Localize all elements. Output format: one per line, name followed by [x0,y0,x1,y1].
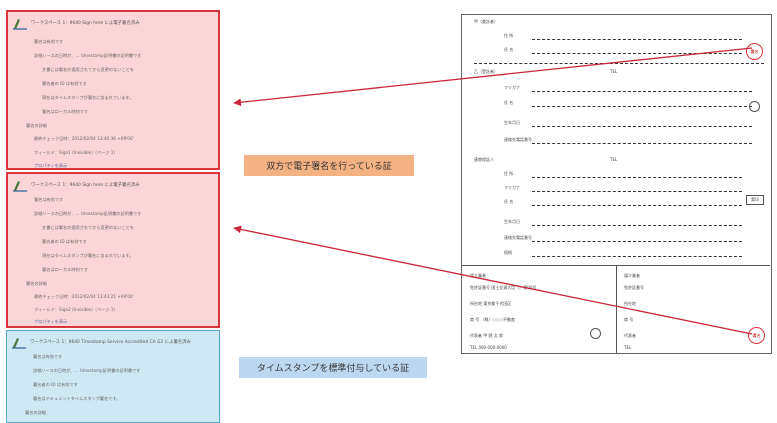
signature-panel-1: ワークスペース 1：9640 Sign here によ電子署名済み 署名は有効で… [6,10,220,170]
broker-address: 住 所 [504,171,514,176]
status-valid: 署名は有効です [34,197,64,202]
agent-right-line: 商 号 [624,317,634,322]
mutual-signature-callout: 双方で電子署名を行っている証 [244,155,414,176]
signature-line: ワークスペース 1：9640 Sign here によ電子署名済み [31,21,140,26]
form-line [532,205,742,206]
tel-label: TEL [610,157,618,162]
signature-panel-2: ワークスペース 1：9640 Sign here によ電子署名済み 署名は有効で… [6,172,220,328]
agent-left-line: 代表者 甲 野 太 郎 [470,333,504,338]
detail-line: 現在はタイムスタンプが署名に含まれています。 [42,95,134,100]
form-line [532,91,752,92]
agent-right-line: TEL [624,345,632,350]
contractor-heading: 乙（受託者） [474,69,498,74]
form-line [532,106,752,107]
client-heading: 甲（委託者） [474,19,498,24]
broker-birthdate: 生年月日 [504,219,520,224]
timestamp-row[interactable]: ワークスペース 1：9640 Timestamp Service Accredi… [11,335,191,349]
signature-line: ワークスペース 1：9640 Timestamp Service Accredi… [30,340,191,345]
detail-line: 文書には署名の適用されてから変更のないことを [42,67,135,72]
agent-left-line: 所在地 東京都千代田区 [470,301,512,306]
contractor-furigana: フリガナ [504,85,520,90]
broker-relation: 続柄 [504,250,512,255]
stamp-circle-bottom: 署名 [748,327,765,344]
signature-line: ワークスペース 1：9640 Sign here によ電子署名済み [31,183,140,188]
seal-circle [590,328,601,339]
form-line [532,126,752,127]
detail-line: 詳細ソースの日時が、… timestamp証明書の証明書です [33,368,141,373]
contract-document: 甲（委託者） 住 所 氏 名 署名 乙（受託者） TEL フリガナ 氏 名 生年… [461,14,772,354]
detail-line: 詳細ソースの日時が、… timestamp証明書の証明書です [34,211,142,216]
stamp-circle-top: 署名 [746,43,763,60]
form-line [532,191,742,192]
signature-row-2[interactable]: ワークスペース 1：9640 Sign here によ電子署名済み [12,178,140,192]
last-checked: 最終チェック日時：2012/02/04 13:40:36 +09'00' [34,136,134,141]
broker-heading: 連帯保証人 [474,157,494,162]
detail-line: 詳細ソースの日時が、… timestamp証明書の証明書です [34,53,142,58]
contractor-name: 氏 名 [504,100,514,105]
broker-name: 氏 名 [504,199,514,204]
detail-line: 署名はローカル時刻です [42,267,89,272]
seal-circle [749,101,760,112]
signature-pen-icon [13,181,27,192]
signature-details-toggle[interactable]: 署名の詳細 [25,410,46,415]
timestamp-pen-icon [12,338,26,349]
agent-right-line: 免許証番号 [624,285,644,290]
show-properties-link[interactable]: プロパティを表示 [34,319,68,324]
detail-line: 署名はローカル時刻です [42,109,89,114]
agent-left-line: 商 号 （株）○○○不動産 [470,317,516,322]
client-address-label: 住 所 [504,33,514,38]
detail-line: 文書には署名の適用されてから変更のないことを [42,225,135,230]
contractor-birthdate: 生年月日 [504,120,520,125]
form-line [532,241,742,242]
agent-left-line: TEL 000-000-0000 [470,345,507,350]
tel-label: TEL [610,69,618,74]
detail-line: 署名はドキュメントタイムスタンプ署名です。 [33,396,121,401]
field-info: フィールド：Sign2 (Invisible)（ページ 1） [34,307,118,312]
seal-box: 実印 [746,195,764,205]
timestamp-panel: ワークスペース 1：9640 Timestamp Service Accredi… [6,330,220,423]
section-divider [616,265,617,353]
signature-details-toggle[interactable]: 署名の詳細 [26,123,47,128]
form-line [532,256,742,257]
agent-right-line: 代表者 [624,333,636,338]
show-properties-link[interactable]: プロパティを表示 [34,163,68,168]
signature-row-1[interactable]: ワークスペース 1：9640 Sign here によ電子署名済み [12,16,140,30]
signature-pen-icon [13,19,27,30]
client-name-label: 氏 名 [504,47,514,52]
agent-left-title: 媒介業者 [470,273,486,278]
form-line [532,39,742,40]
status-valid: 署名は有効です [34,39,64,44]
timestamp-callout: タイムスタンプを標準付与している証 [239,357,427,378]
agent-left-line: 免許証番号 国土交通大臣（）第00号 [470,285,537,290]
broker-phone: 連絡先電話番号 [504,235,532,240]
last-checked: 最終チェック日時：2012/02/04 13:43:21 +09'00' [34,294,134,299]
field-info: フィールド：Sign1 (Invisible)（ページ 1） [34,150,118,155]
form-line [532,53,742,54]
detail-line: 署名者の ID は有効です [33,382,78,387]
broker-furigana: フリガナ [504,185,520,190]
form-line [532,225,742,226]
detail-line: 署名者の ID は有効です [42,81,87,86]
status-valid: 署名は有効です [33,354,63,359]
detail-line: 署名者の ID は有効です [42,239,87,244]
form-line [474,63,764,64]
form-line [532,177,742,178]
agent-right-title: 媒介業者 [624,273,640,278]
detail-line: 現在はタイムスタンプが署名に含まれています。 [42,253,134,258]
signature-details-toggle[interactable]: 署名の詳細 [26,281,47,286]
contractor-phone: 連絡先電話番号 [504,137,532,142]
form-line [532,143,752,144]
agent-right-line: 所在地 [624,301,636,306]
